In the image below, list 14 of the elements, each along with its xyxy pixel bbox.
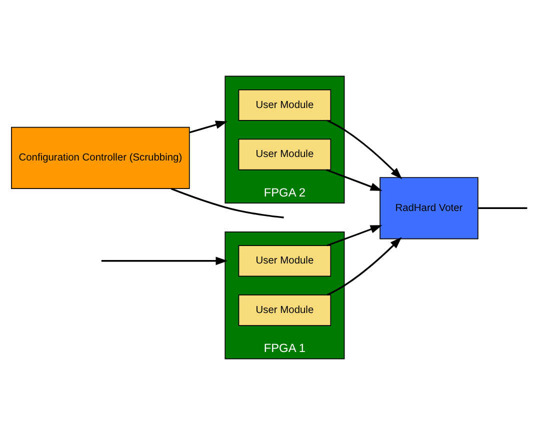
node-box: Configuration Controller (Scrubbing) (11, 126, 190, 188)
node-box: User Module (238, 294, 332, 326)
arrow (326, 236, 402, 296)
connector (478, 206, 528, 208)
arrow (101, 256, 228, 265)
node-box: User Module (238, 244, 332, 276)
arrow (326, 224, 382, 246)
node-box: RadHard Voter (380, 176, 478, 239)
arrow (326, 168, 382, 190)
node-box: User Module (238, 138, 332, 170)
node-box: User Module (238, 88, 332, 120)
connector (170, 187, 284, 218)
arrow (189, 120, 228, 133)
arrow (326, 119, 402, 179)
